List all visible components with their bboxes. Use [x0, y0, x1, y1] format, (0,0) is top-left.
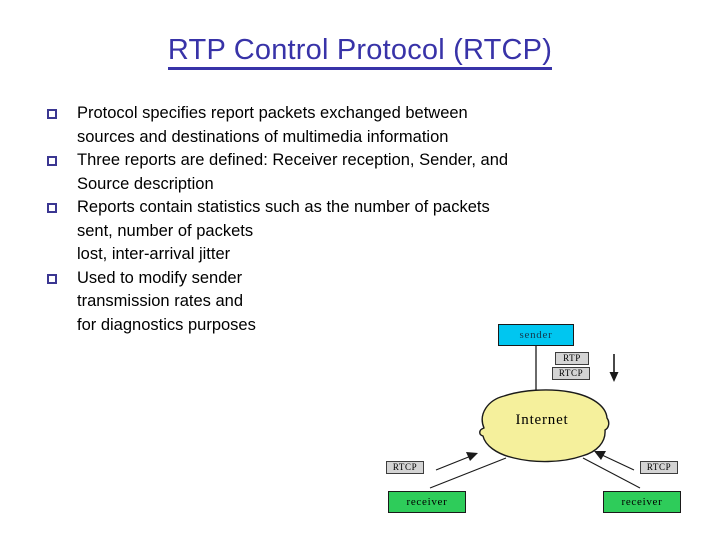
square-bullet-icon	[47, 156, 57, 166]
list-item: Three reports are defined: Receiver rece…	[45, 149, 670, 196]
sender-node[interactable]: sender	[498, 324, 574, 346]
right-receiver-to-cloud-link	[582, 457, 641, 489]
left-receiver-to-cloud-link	[429, 457, 507, 489]
list-item-label: Reports contain statistics such as the n…	[77, 198, 490, 263]
page-title-text: RTP Control Protocol (RTCP)	[167, 34, 553, 70]
protocol-label-rtp: RTP	[555, 352, 589, 365]
list-item-label: Used to modify sender transmission rates…	[77, 268, 256, 334]
receiver-node-left[interactable]: receiver	[388, 491, 466, 513]
list-item: Protocol specifies report packets exchan…	[45, 102, 670, 149]
protocol-label-rtcp-right: RTCP	[640, 461, 678, 474]
page-title: RTP Control Protocol (RTCP)	[0, 34, 720, 70]
internet-cloud-label: Internet	[515, 412, 569, 428]
list-item: Used to modify sender transmission rates…	[45, 267, 670, 338]
left-rtcp-arrow-shaft	[435, 455, 472, 471]
list-item: Reports contain statistics such as the n…	[45, 196, 670, 267]
square-bullet-icon	[47, 273, 57, 284]
square-bullet-icon	[47, 109, 57, 119]
protocol-label-rtcp-left: RTCP	[386, 461, 424, 474]
diagram-vector-layer	[429, 346, 641, 489]
bullet-list: Protocol specifies report packets exchan…	[45, 102, 670, 337]
protocol-label-rtcp-downstream: RTCP	[552, 367, 590, 380]
downstream-arrow-head-icon	[609, 372, 619, 382]
internet-cloud-shape	[479, 389, 610, 463]
square-bullet-icon	[47, 203, 57, 213]
receiver-node-right[interactable]: receiver	[603, 491, 681, 513]
right-rtcp-arrow-head-icon	[594, 451, 606, 460]
right-rtcp-arrow-shaft	[601, 454, 635, 471]
list-item-label: Three reports are defined: Receiver rece…	[77, 151, 509, 193]
network-diagram: Internet sender receiver receiver RTP RT…	[378, 318, 698, 532]
list-item-label: Protocol specifies report packets exchan…	[77, 104, 468, 146]
left-rtcp-arrow-head-icon	[466, 452, 478, 461]
